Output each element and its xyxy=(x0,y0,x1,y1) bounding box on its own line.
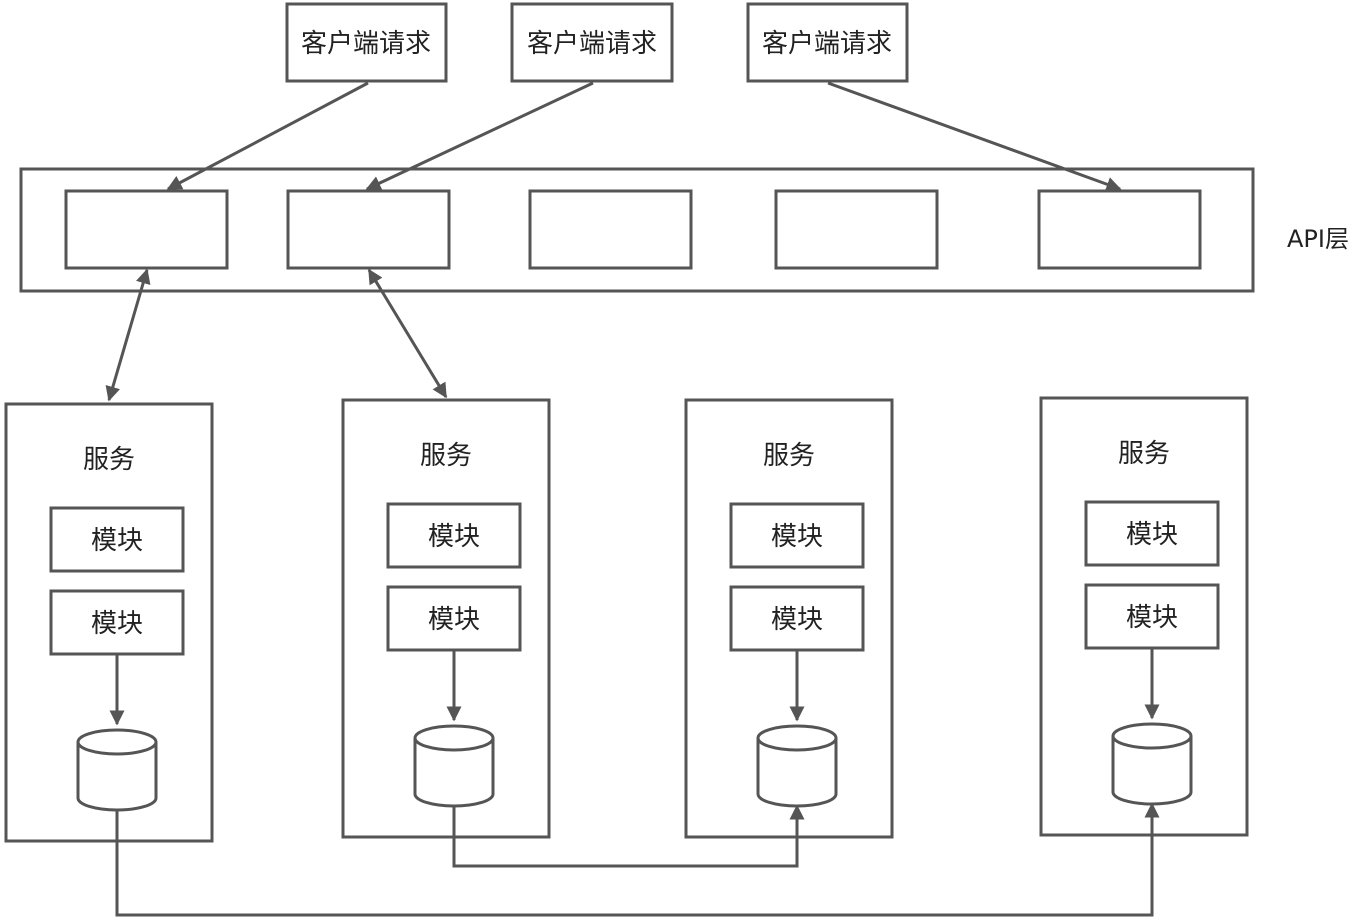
db-link-1-to-4 xyxy=(115,802,1160,917)
database-icon xyxy=(756,724,838,808)
service-title: 服务 xyxy=(763,441,815,471)
service-2: 服务 模块 模块 xyxy=(341,398,551,839)
client-request-label: 客户端请求 xyxy=(527,29,657,59)
api-endpoint-3 xyxy=(528,189,693,270)
database-icon xyxy=(1111,722,1193,806)
module-box xyxy=(49,506,185,573)
api-endpoint-1 xyxy=(64,189,229,270)
module-box xyxy=(49,589,185,656)
api-service-arrow-2 xyxy=(367,268,448,399)
database-icon xyxy=(413,724,495,808)
service-title: 服务 xyxy=(420,441,472,471)
db-link-2-to-3 xyxy=(452,804,805,868)
api-endpoint-4 xyxy=(774,189,939,270)
api-layer-label: API层 xyxy=(1287,225,1349,253)
client-request-label: 客户端请求 xyxy=(301,29,431,59)
module-label: 模块 xyxy=(428,522,480,552)
request-arrow-2 xyxy=(365,81,594,191)
module-label: 模块 xyxy=(91,526,143,556)
module-box xyxy=(1084,583,1220,650)
service-title: 服务 xyxy=(83,445,135,475)
module-box xyxy=(386,585,522,652)
client-request-3: 客户端请求 xyxy=(746,2,909,83)
api-service-arrow-1 xyxy=(105,268,151,402)
module-box xyxy=(386,502,522,569)
client-request-1: 客户端请求 xyxy=(285,2,448,83)
service-4: 服务 模块 模块 xyxy=(1039,396,1249,837)
service-1: 服务 模块 模块 xyxy=(4,402,214,843)
module-label: 模块 xyxy=(1126,520,1178,550)
api-endpoint-2 xyxy=(286,189,451,270)
api-endpoint-5 xyxy=(1037,189,1202,270)
module-label: 模块 xyxy=(1126,603,1178,633)
service-3: 服务 模块 模块 xyxy=(684,398,894,839)
module-label: 模块 xyxy=(428,605,480,635)
module-box xyxy=(729,502,865,569)
request-arrow-3 xyxy=(827,81,1122,192)
module-label: 模块 xyxy=(771,605,823,635)
client-request-2: 客户端请求 xyxy=(510,2,674,83)
module-box xyxy=(729,585,865,652)
service-title: 服务 xyxy=(1118,439,1170,469)
database-icon xyxy=(76,728,158,812)
module-label: 模块 xyxy=(771,522,823,552)
client-request-label: 客户端请求 xyxy=(762,29,892,59)
request-arrow-1 xyxy=(166,81,369,191)
module-label: 模块 xyxy=(91,609,143,639)
api-layer xyxy=(19,167,1255,293)
module-box xyxy=(1084,500,1220,567)
